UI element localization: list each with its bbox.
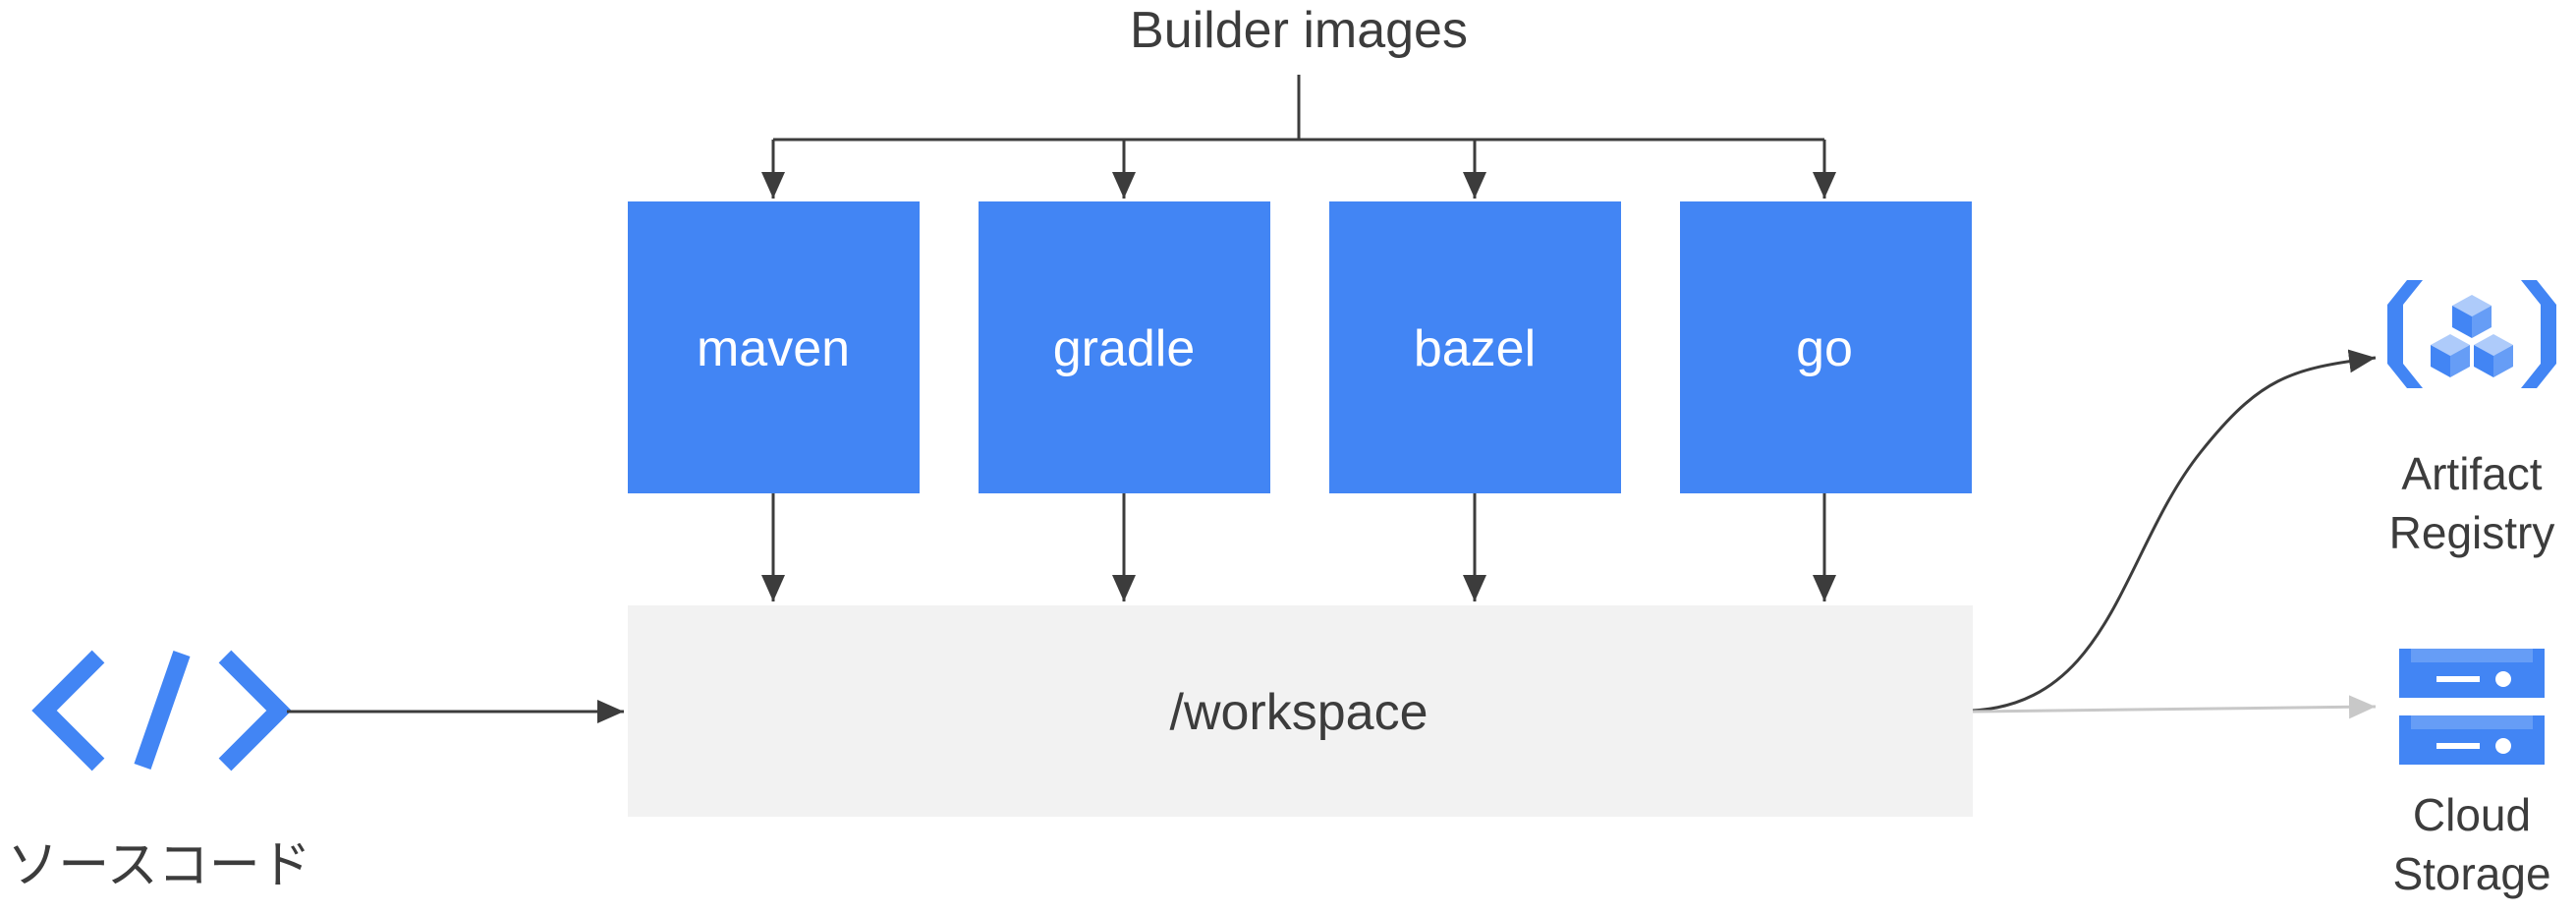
builder-bazel: bazel [1329, 201, 1621, 493]
builder-go: go [1680, 201, 1972, 493]
builder-images-title: Builder images [1130, 2, 1468, 59]
workspace-to-storage-arrow [1972, 695, 2377, 719]
artifact-registry-label-line1: Artifact [2401, 448, 2542, 499]
builder-bazel-label: bazel [1414, 320, 1536, 377]
workspace-label: /workspace [1170, 684, 1428, 741]
workspace-to-registry-arrow [1972, 349, 2377, 713]
cloud-storage-label-line1: Cloud [2413, 789, 2531, 840]
builder-maven-label: maven [697, 320, 850, 377]
artifact-registry-icon [2387, 280, 2556, 388]
cloud-storage-icon [2399, 649, 2545, 765]
builder-maven: maven [628, 201, 920, 493]
builder-to-workspace-arrows [761, 493, 1836, 601]
workspace-box: /workspace [628, 605, 1973, 817]
builder-gradle: gradle [979, 201, 1270, 493]
cloud-storage-label-line2: Storage [2392, 848, 2550, 899]
builder-go-label: go [1796, 320, 1853, 377]
code-brackets-icon [31, 650, 292, 771]
artifact-registry-label-line2: Registry [2389, 507, 2555, 558]
builder-distribution-lines [761, 75, 1836, 199]
builder-gradle-label: gradle [1053, 320, 1196, 377]
source-code-label: ソースコード [7, 837, 310, 894]
